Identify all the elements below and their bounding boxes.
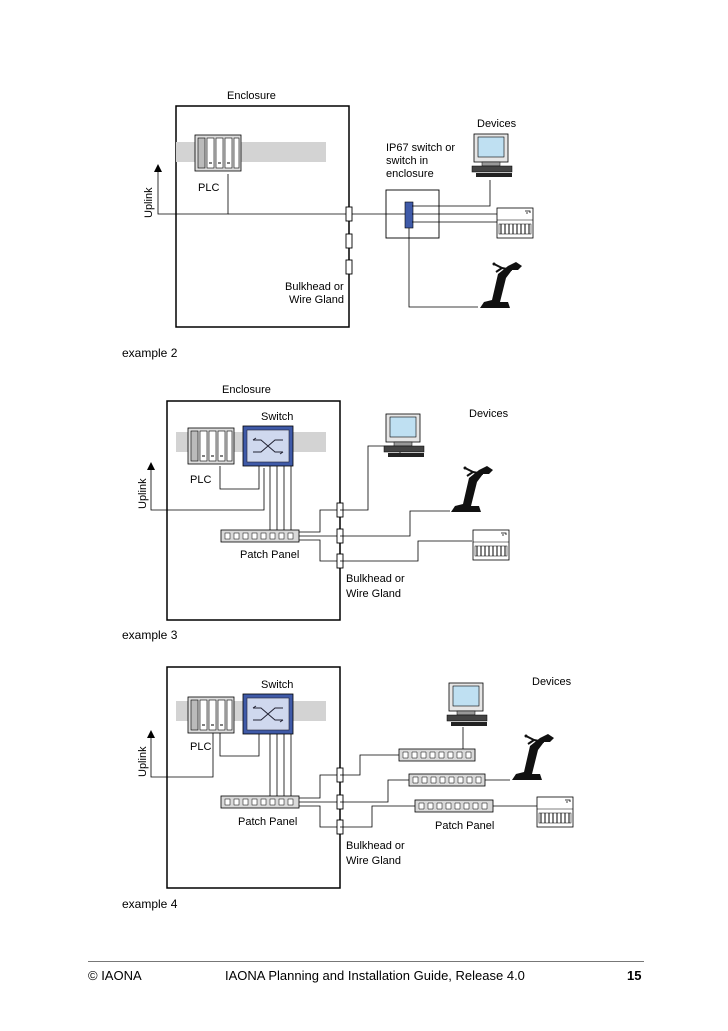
gland-label: Wire Gland xyxy=(289,294,344,306)
robot-icon xyxy=(511,733,555,781)
bulkhead-gland xyxy=(345,206,353,222)
page-number: 15 xyxy=(627,968,642,983)
footer-title: IAONA Planning and Installation Guide, R… xyxy=(225,968,525,983)
patch-panel xyxy=(220,529,300,543)
example-caption: example 4 xyxy=(122,897,178,911)
plc-label: PLC xyxy=(190,474,211,486)
switch-label: switch in xyxy=(386,155,428,167)
patch-panel-ports xyxy=(224,532,294,540)
computer-icon xyxy=(446,682,488,727)
switch-label: Switch xyxy=(261,679,293,691)
gland-label: Bulkhead or xyxy=(285,281,344,293)
computer-icon xyxy=(383,413,425,458)
switch-label: Switch xyxy=(261,411,293,423)
ip67-switch-icon xyxy=(404,201,414,229)
gland-label: Wire Gland xyxy=(346,588,401,600)
uplink-label: Uplink xyxy=(137,478,149,509)
robot-icon xyxy=(479,261,523,309)
footer-rule xyxy=(88,961,644,962)
plc-icon xyxy=(194,134,242,172)
bulkhead-gland xyxy=(345,259,353,275)
gland-label: Bulkhead or xyxy=(346,840,405,852)
example-2-diagram: Enclosure PLC Uplink Bulkhead or Wire Gl… xyxy=(122,90,534,360)
uplink-line xyxy=(150,732,214,778)
example-caption: example 2 xyxy=(122,346,178,360)
gland-label: Bulkhead or xyxy=(346,573,405,585)
patch-panel-label: Patch Panel xyxy=(240,549,299,561)
field-patch-panel xyxy=(414,799,494,813)
switch-label: IP67 switch or xyxy=(386,142,455,154)
field-patch-panel xyxy=(408,773,486,787)
enclosure-label: Enclosure xyxy=(222,384,271,396)
devices-label: Devices xyxy=(532,676,572,688)
example-caption: example 3 xyxy=(122,628,178,642)
robot-icon xyxy=(450,465,494,513)
uplink-line xyxy=(150,464,265,511)
plc-icon xyxy=(187,427,235,465)
io-terminal-icon xyxy=(536,796,574,828)
devices-label: Devices xyxy=(477,118,517,130)
switch-icon xyxy=(242,693,294,735)
devices-label: Devices xyxy=(469,408,509,420)
plc-label: PLC xyxy=(198,182,219,194)
computer-icon xyxy=(471,133,513,178)
example-4-diagram: Switch PLC Uplink Patch Panel Bulkhead o… xyxy=(122,666,574,911)
patch-panel xyxy=(220,795,300,809)
plc-icon xyxy=(187,696,235,734)
enclosure-label: Enclosure xyxy=(227,90,276,102)
plc-label: PLC xyxy=(190,741,211,753)
switch-icon xyxy=(242,425,294,467)
io-terminal-icon xyxy=(496,207,534,239)
uplink-label: Uplink xyxy=(143,187,155,218)
example-3-diagram: Enclosure Switch PLC Uplink Patch Panel xyxy=(122,384,510,642)
uplink-line xyxy=(157,166,229,215)
bulkhead-gland xyxy=(345,233,353,249)
switch-label: enclosure xyxy=(386,168,434,180)
gland-label: Wire Gland xyxy=(346,855,401,867)
io-terminal-icon xyxy=(472,529,510,561)
patch-panel-label: Patch Panel xyxy=(238,816,297,828)
field-patch-panel xyxy=(398,748,476,762)
footer-copyright: © IAONA xyxy=(88,968,142,983)
patch-panel-right-label: Patch Panel xyxy=(435,820,494,832)
patch-panel-ports xyxy=(224,798,294,806)
uplink-label: Uplink xyxy=(137,746,149,777)
